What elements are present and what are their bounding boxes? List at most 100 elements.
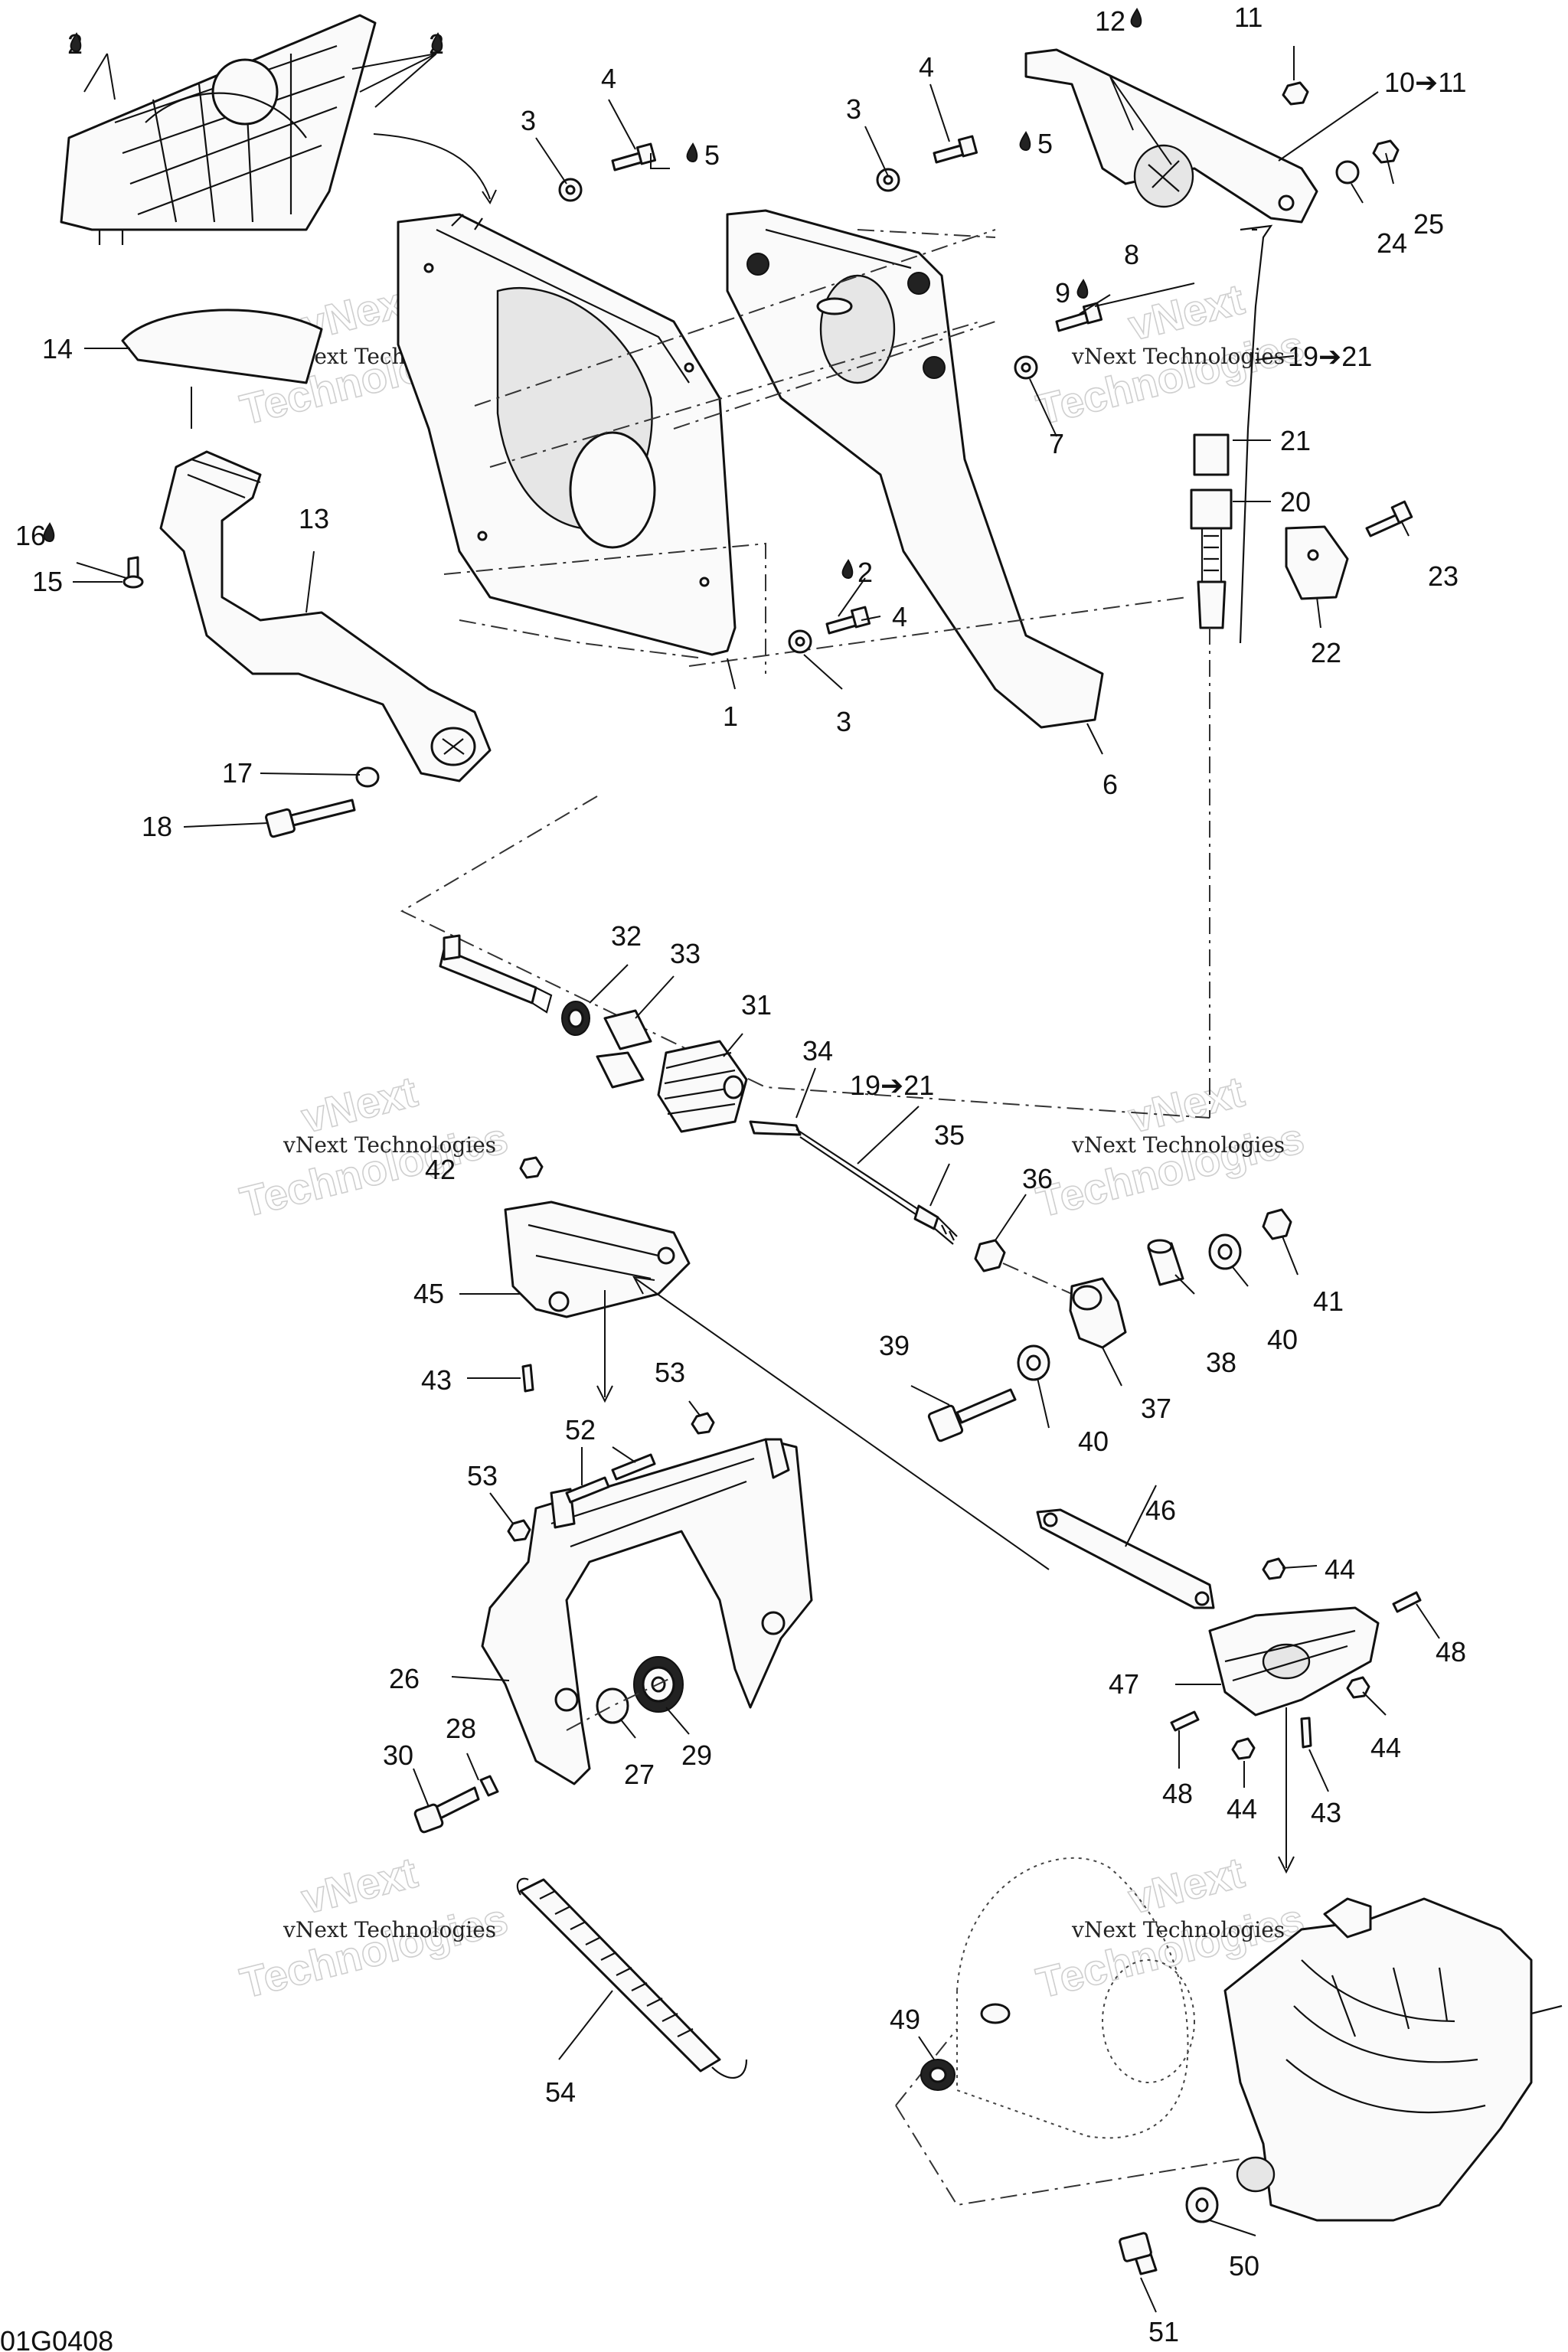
callout-44a: 44 xyxy=(1325,1553,1355,1585)
callout-35: 35 xyxy=(934,1119,965,1151)
part-22-plate xyxy=(1285,525,1349,600)
drop-icon xyxy=(686,142,698,162)
callout-26: 26 xyxy=(389,1663,420,1694)
callout-11: 11 xyxy=(1234,2,1263,33)
callout-44b: 44 xyxy=(1370,1732,1401,1763)
callout-33: 33 xyxy=(670,938,701,969)
callout-2c: 2 xyxy=(858,557,873,588)
arrow-head xyxy=(632,1276,655,1295)
callout-30: 30 xyxy=(383,1740,413,1771)
drop-icon xyxy=(70,32,82,52)
assembly-line xyxy=(489,321,981,468)
callout-50: 50 xyxy=(1229,2250,1259,2282)
watermark-big-vnext: vNext xyxy=(297,1848,422,1923)
drop-icon xyxy=(43,522,55,542)
callout-21: 21 xyxy=(1280,425,1311,456)
assembly-line xyxy=(474,229,996,407)
small-parts-middle xyxy=(519,1156,1292,1442)
large-cover xyxy=(1223,1897,1563,2222)
callout-9: 9 xyxy=(1055,277,1070,309)
arrow-head xyxy=(1278,1856,1295,1874)
callout-13: 13 xyxy=(299,503,329,534)
drop-icon xyxy=(1130,8,1142,28)
callout-41: 41 xyxy=(1313,1285,1344,1317)
assembly-line xyxy=(443,542,766,674)
assembly-line xyxy=(857,229,996,238)
part-2-grid-cover xyxy=(60,14,497,245)
part-47-bracket xyxy=(1170,1557,1422,1760)
callout-31: 31 xyxy=(741,989,772,1021)
drop-icon xyxy=(841,559,854,579)
callout-43b: 43 xyxy=(1311,1797,1341,1828)
part-12-arm xyxy=(1024,48,1318,224)
callout-3b: 3 xyxy=(846,93,861,125)
part-49-bushing xyxy=(920,2059,956,2091)
callout-1: 1 xyxy=(723,701,738,732)
arrow-head xyxy=(596,1385,613,1403)
callout-5b: 5 xyxy=(1037,128,1053,159)
watermark-5: vNext Technologies vNext Technologies xyxy=(235,1847,513,2008)
callout-49: 49 xyxy=(890,2004,920,2035)
callout-23: 23 xyxy=(1428,560,1459,592)
callout-42: 42 xyxy=(425,1154,456,1185)
small-parts-lever xyxy=(122,556,380,838)
callout-51: 51 xyxy=(1148,2316,1179,2347)
figure-code: 01G0408 xyxy=(0,2325,113,2352)
assembly-line xyxy=(459,619,705,659)
callout-43a: 43 xyxy=(421,1364,452,1396)
drop-icon xyxy=(431,32,443,52)
assembly-frame xyxy=(400,795,1210,1119)
callout-4a: 4 xyxy=(601,63,616,94)
callout-16: 16 xyxy=(15,520,46,551)
small-parts-bottom xyxy=(1119,2187,1219,2275)
watermark-text: vNext Technologies xyxy=(283,1917,496,1942)
callout-4c: 4 xyxy=(892,601,907,632)
callout-48b: 48 xyxy=(1162,1778,1193,1809)
part-1-cover-plate xyxy=(397,213,737,656)
callout-7: 7 xyxy=(1049,428,1064,459)
callout-40a: 40 xyxy=(1267,1324,1298,1355)
callout-52: 52 xyxy=(565,1414,596,1446)
callout-22: 22 xyxy=(1311,637,1341,668)
callout-4b: 4 xyxy=(919,51,934,83)
watermark-3: vNext Technologies vNext Technologies xyxy=(235,1067,513,1227)
callout-47: 47 xyxy=(1109,1668,1139,1700)
callout-15: 15 xyxy=(32,566,63,597)
small-parts-top xyxy=(558,81,1413,654)
shift-rod xyxy=(1190,224,1273,644)
drop-icon xyxy=(1076,279,1089,299)
callout-34: 34 xyxy=(802,1035,833,1067)
part-26-frame xyxy=(481,1438,813,1785)
callout-19a: 19➔21 xyxy=(1288,341,1372,372)
callout-10: 10➔11 xyxy=(1384,67,1467,98)
callout-27: 27 xyxy=(624,1759,655,1790)
arrow-to-45 xyxy=(635,1278,1050,1570)
callout-6: 6 xyxy=(1102,769,1118,800)
callout-labels: 2 2 3 4 5 3 4 5 12 11 10➔11 25 24 8 9 19… xyxy=(15,2,1467,2347)
watermark-2: vNext Technologies vNext Technologies xyxy=(1031,274,1309,435)
small-parts-bearing xyxy=(413,1656,684,1834)
callout-38: 38 xyxy=(1206,1347,1236,1378)
watermark-text: vNext Technologies xyxy=(1071,344,1285,369)
callout-14: 14 xyxy=(42,333,73,364)
callout-29: 29 xyxy=(681,1740,712,1771)
assembly-line xyxy=(673,321,996,430)
watermark-text: vNext Technologies xyxy=(1071,1917,1285,1942)
assembly-line xyxy=(688,596,1187,667)
watermark-text: vNext Technologies xyxy=(283,1132,496,1158)
callout-17: 17 xyxy=(222,757,253,789)
callout-37: 37 xyxy=(1141,1393,1171,1424)
callout-3c: 3 xyxy=(836,706,851,737)
leader-lines xyxy=(73,46,1440,2313)
callout-40b: 40 xyxy=(1078,1426,1109,1457)
callout-32: 32 xyxy=(611,920,642,952)
callout-25: 25 xyxy=(1413,208,1444,240)
callout-3a: 3 xyxy=(521,105,536,136)
callout-36: 36 xyxy=(1022,1163,1053,1194)
callout-24: 24 xyxy=(1377,227,1407,259)
watermark-big-tech: Technologies xyxy=(236,1113,512,1226)
part-54-spring xyxy=(516,1877,748,2079)
assembly-line xyxy=(895,2105,1241,2207)
assembly-line xyxy=(895,2028,958,2106)
